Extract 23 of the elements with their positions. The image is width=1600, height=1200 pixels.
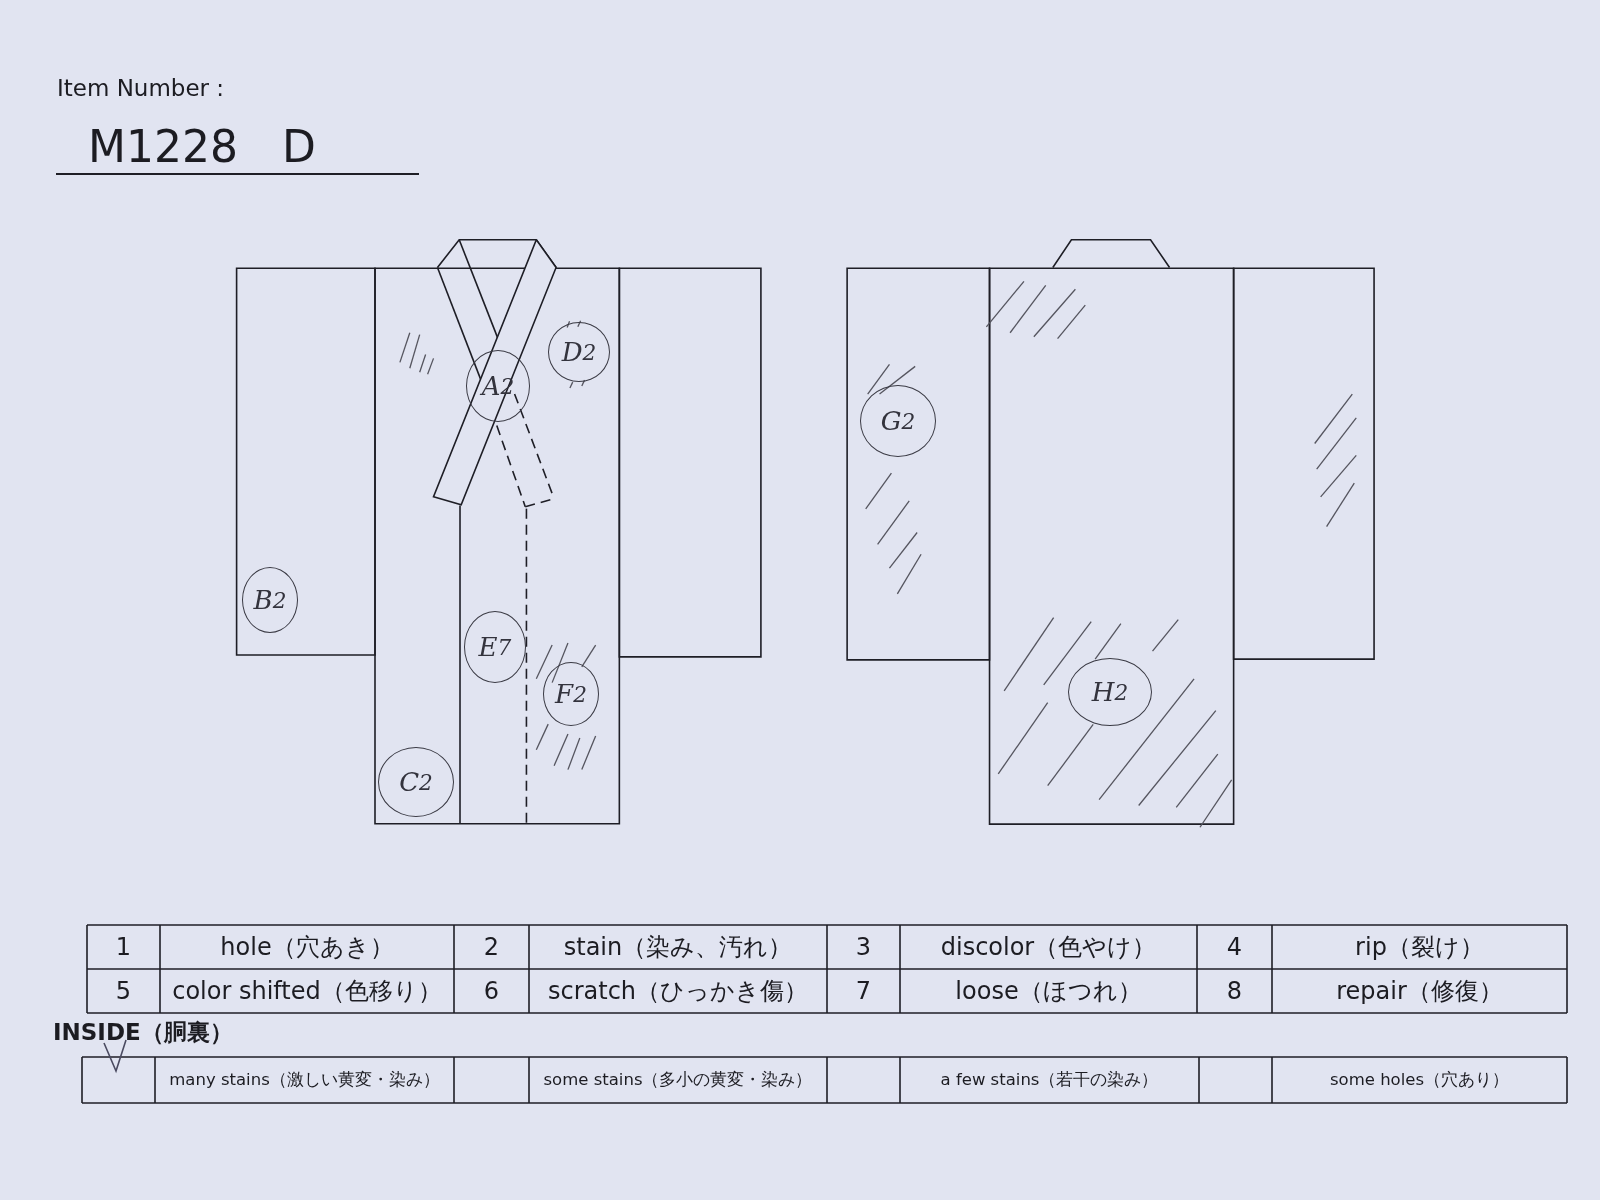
item-number: M1228 D — [88, 120, 316, 172]
condition-label: a few stains（若干の染み） — [940, 1069, 1159, 1091]
defect-code: 4 — [1226, 933, 1243, 961]
defect-code: 7 — [855, 977, 872, 1005]
defect-code: 1 — [115, 933, 132, 961]
defect-code: 2 — [483, 933, 500, 961]
condition-label: some holes（穴あり） — [1329, 1069, 1509, 1091]
defect-type: hole（穴あき） — [220, 932, 394, 963]
defect-code: 8 — [1226, 977, 1243, 1005]
defect-type: rip（裂け） — [1355, 932, 1484, 963]
defect-type: discolor（色やけ） — [940, 932, 1157, 963]
defect-type: repair（修復） — [1336, 976, 1503, 1007]
defect-code: 3 — [855, 933, 872, 961]
field-label: Item Number : — [57, 75, 225, 101]
defect-type: loose（ほつれ） — [955, 976, 1142, 1007]
defect-type: stain（染み、汚れ） — [563, 932, 793, 963]
defect-type: color shifted（色移り） — [172, 976, 442, 1007]
defect-type: scratch（ひっかき傷） — [547, 976, 809, 1007]
defect-code: 5 — [115, 977, 132, 1005]
section-heading: INSIDE（胴裏） — [53, 1017, 233, 1047]
condition-label: some stains（多小の黄変・染み） — [543, 1069, 813, 1091]
defect-code: 6 — [483, 977, 500, 1005]
condition-label: many stains（激しい黄変・染み） — [169, 1069, 440, 1091]
